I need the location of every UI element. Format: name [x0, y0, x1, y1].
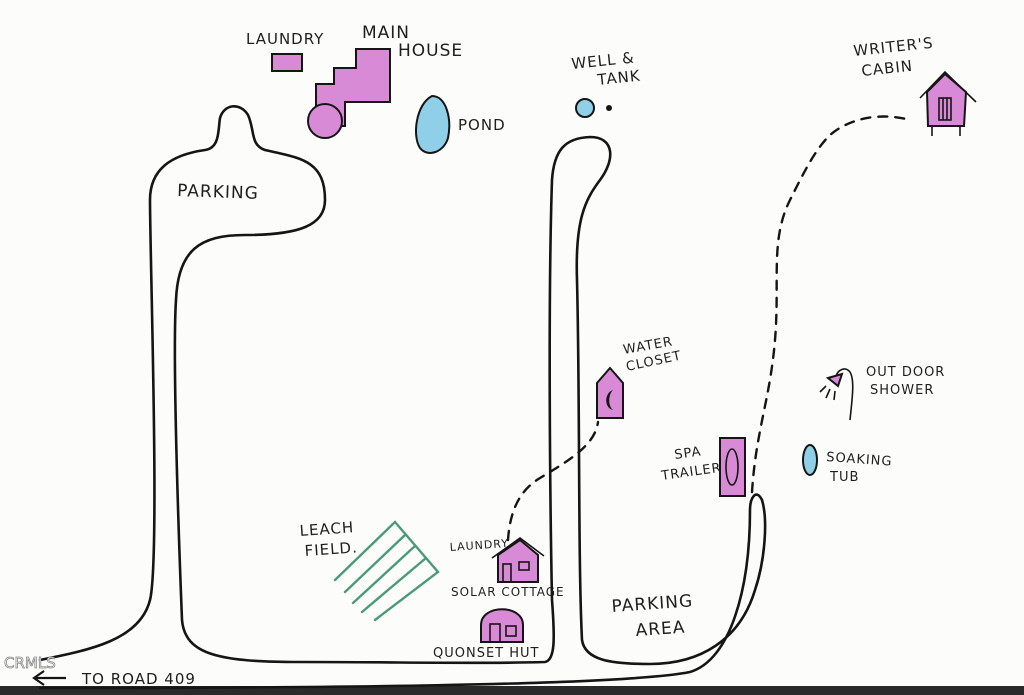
label-out-door: OUT DOOR: [866, 365, 945, 380]
writers-cabin-icon: [919, 70, 977, 136]
well-marker: [575, 98, 595, 118]
label-spa: SPA: [673, 444, 702, 463]
label-shower: SHOWER: [870, 383, 934, 398]
left-driveway: [38, 105, 767, 690]
laundry-building-top: [271, 53, 303, 72]
label-parking-top: PARKING: [177, 181, 259, 204]
solar-cottage-icon: [491, 537, 545, 583]
tank-marker: [606, 105, 612, 111]
label-trailer: TRAILER: [659, 461, 722, 484]
watermark: CRMLS: [4, 654, 56, 672]
label-to-road: TO ROAD 409: [81, 670, 196, 688]
leach-field: [333, 520, 440, 622]
trail-to-writers-cabin: [750, 115, 912, 494]
label-main: MAIN: [362, 23, 410, 43]
main-house-round-room: [307, 103, 343, 139]
label-laundry-small: LAUNDRY: [449, 537, 509, 554]
label-parking-area-1: PARKING: [611, 591, 694, 617]
label-quonset-hut: QUONSET HUT: [433, 646, 539, 661]
left-arrow-icon: [32, 670, 66, 686]
shower-head-icon: [819, 368, 854, 421]
label-soaking: SOAKING: [826, 450, 893, 470]
spa-trailer: [719, 437, 746, 497]
label-tank: TANK: [596, 67, 642, 90]
crescent-moon-icon: [606, 390, 613, 410]
label-parking-area-2: AREA: [635, 618, 686, 641]
label-cabin: CABIN: [861, 57, 914, 80]
quonset-hut-icon: [480, 608, 524, 643]
water-closet-icon: [596, 366, 624, 419]
bottom-edge-shadow: [0, 686, 1024, 695]
label-field: FIELD.: [304, 538, 358, 560]
pond: [415, 94, 451, 154]
label-laundry-top: LAUNDRY: [246, 30, 324, 48]
label-tub: TUB: [829, 470, 859, 485]
trail-to-water-closet: [506, 420, 600, 542]
soaking-tub: [802, 444, 818, 476]
label-house: HOUSE: [398, 41, 463, 61]
label-writers: WRITER'S: [853, 34, 935, 60]
label-solar-cottage: SOLAR COTTAGE: [451, 585, 565, 599]
label-pond: POND: [458, 116, 506, 134]
label-leach: LEACH: [299, 518, 355, 540]
